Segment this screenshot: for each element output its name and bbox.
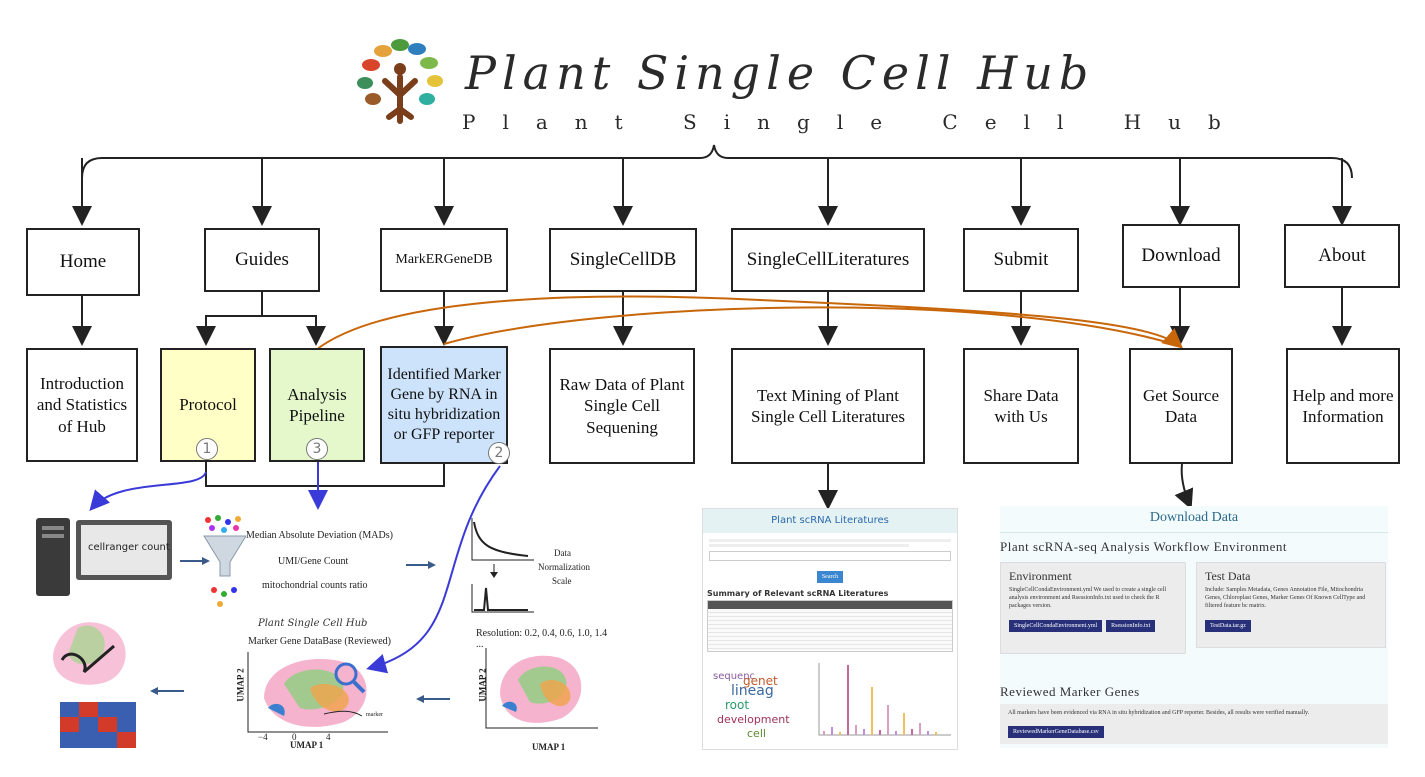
arrow-icon [406, 561, 436, 569]
marker-label: marker [366, 712, 383, 718]
lit-table [707, 600, 953, 652]
page-title: Plant Single Cell Hub [465, 46, 1095, 100]
bar-thumb-mark [855, 725, 857, 735]
nav-about[interactable]: About [1284, 224, 1400, 288]
umap2-label-2: UMAP 2 [477, 668, 488, 702]
umap-marker-plot [247, 652, 388, 733]
text-mining-box[interactable]: Text Mining of Plant Single Cell Literat… [731, 348, 925, 464]
step-badge-1: 1 [196, 438, 218, 460]
computer-icon [36, 518, 172, 596]
env-text: SingleCellCondaEnvironment.yml We used t… [1009, 587, 1167, 609]
lit-summary-title: Summary of Relevant scRNA Literatures [707, 589, 889, 598]
lit-title: Plant scRNA Literatures [703, 509, 957, 533]
umap-tick-left: −4 [258, 732, 268, 742]
bar-thumb-mark [823, 731, 825, 735]
share-data-box[interactable]: Share Data with Us [963, 348, 1079, 464]
reviewed-marker-button[interactable]: ReviewedMarkerGeneDatabase.csv [1008, 726, 1104, 738]
bar-chart-thumb [818, 663, 951, 736]
literature-panel: Plant scRNA Literatures Search Summary o… [702, 508, 958, 750]
heatmap-thumb [60, 702, 136, 748]
umap1-label-2: UMAP 1 [532, 742, 566, 752]
environment-card: Environment SingleCellCondaEnvironment.y… [1000, 562, 1186, 654]
marker-card: All markers have been evidenced via RNA … [1000, 704, 1388, 744]
marker-gene-box[interactable]: Identified Marker Gene by RNA in situ hy… [380, 346, 508, 464]
download-title: Download Data [1000, 506, 1388, 533]
source-data-box[interactable]: Get Source Data [1129, 348, 1233, 464]
normalization-plot [471, 518, 534, 613]
bar-thumb-mark [911, 729, 913, 735]
bar-thumb-mark [887, 705, 889, 735]
bar-thumb-mark [927, 731, 929, 735]
rsession-button[interactable]: RsessionInfo.txt [1106, 620, 1156, 633]
svg-text:lineag: lineag [731, 683, 774, 699]
svg-text:genet: genet [743, 674, 778, 688]
umap2-label: UMAP 2 [235, 668, 246, 702]
nav-markergenedb[interactable]: MarkERGeneDB [380, 228, 508, 292]
resolution-label: Resolution: 0.2, 0.4, 0.6, 1.0, 1.4 ... [476, 628, 608, 650]
step-badge-2: 2 [488, 442, 510, 464]
umap-tick-right: 4 [326, 732, 331, 742]
norm-scale: Scale [552, 576, 572, 586]
lit-search-button[interactable]: Search [816, 571, 844, 583]
raw-data-box[interactable]: Raw Data of Plant Single Cell Sequening [549, 348, 695, 464]
qc-umi: UMI/Gene Count [278, 556, 349, 567]
bar-thumb-mark [895, 731, 897, 735]
db-logo-title: Plant Single Cell Hub [258, 618, 368, 629]
bar-thumb-mark [879, 730, 881, 735]
marker-section-title: Reviewed Marker Genes [1000, 684, 1140, 699]
nav-submit[interactable]: Submit [963, 228, 1079, 292]
bar-thumb-mark [847, 665, 849, 735]
bar-thumb-mark [863, 729, 865, 735]
test-data-card: Test Data Include: Samples Metadata, Gen… [1196, 562, 1386, 648]
nav-singlecelldb[interactable]: SingleCellDB [549, 228, 697, 292]
nav-download[interactable]: Download [1122, 224, 1240, 288]
filter-funnel-icon [203, 515, 247, 607]
nav-home[interactable]: Home [26, 228, 140, 296]
test-title: Test Data [1205, 569, 1251, 583]
download-panel: Download Data Plant scRNA-seq Analysis W… [1000, 506, 1388, 748]
tree-logo-icon [357, 39, 443, 124]
bar-thumb-mark [831, 727, 833, 735]
word-cloud: sequenc lineag root genet development ce… [707, 659, 807, 745]
nav-guides[interactable]: Guides [204, 228, 320, 292]
db-caption: Marker Gene DataBase (Reviewed) [248, 636, 391, 647]
step-badge-3: 3 [306, 438, 328, 460]
svg-text:cell: cell [747, 727, 766, 740]
bar-thumb-mark [935, 732, 937, 735]
cellranger-label: cellranger count [88, 542, 170, 553]
conda-env-button[interactable]: SingleCellCondaEnvironment.yml [1009, 620, 1103, 633]
bar-thumb-mark [903, 713, 905, 735]
arrow-icon [150, 687, 184, 695]
trajectory-umap-thumb [53, 622, 126, 685]
bar-thumb-mark [919, 723, 921, 735]
marker-text: All markers have been evidenced via RNA … [1008, 710, 1310, 716]
norm-data: Data [554, 548, 571, 558]
workflow-section-title: Plant scRNA-seq Analysis Workflow Enviro… [1000, 539, 1287, 554]
home-intro-box: Introduction and Statistics of Hub [26, 348, 138, 462]
nav-singlecellliteratures[interactable]: SingleCellLiteratures [731, 228, 925, 292]
pipeline-panel: cellranger count Median Absolute Deviati… [20, 500, 610, 760]
svg-text:sequenc: sequenc [713, 671, 755, 682]
norm-normalization: Normalization [538, 562, 590, 572]
umap1-label: UMAP 1 [290, 740, 324, 750]
umap-tick-mid: 0 [292, 732, 297, 742]
test-data-button[interactable]: TestData.tar.gz [1205, 620, 1251, 633]
arrow-icon [416, 695, 450, 703]
umap-cluster-plot [485, 648, 598, 729]
help-info-box[interactable]: Help and more Information [1286, 348, 1400, 464]
test-text: Include: Samples Metadata, Genes Annotat… [1205, 587, 1366, 609]
svg-text:development: development [717, 713, 790, 726]
qc-mito: mitochondrial counts ratio [262, 580, 368, 591]
qc-mads: Median Absolute Deviation (MADs) [246, 530, 393, 541]
arrow-icon [180, 557, 210, 565]
bar-thumb-mark [871, 687, 873, 735]
page-subtitle: Plant Single Cell Hub [462, 110, 1248, 134]
svg-text:root: root [725, 698, 749, 712]
env-title: Environment [1009, 569, 1072, 583]
bar-thumb-mark [839, 732, 841, 735]
